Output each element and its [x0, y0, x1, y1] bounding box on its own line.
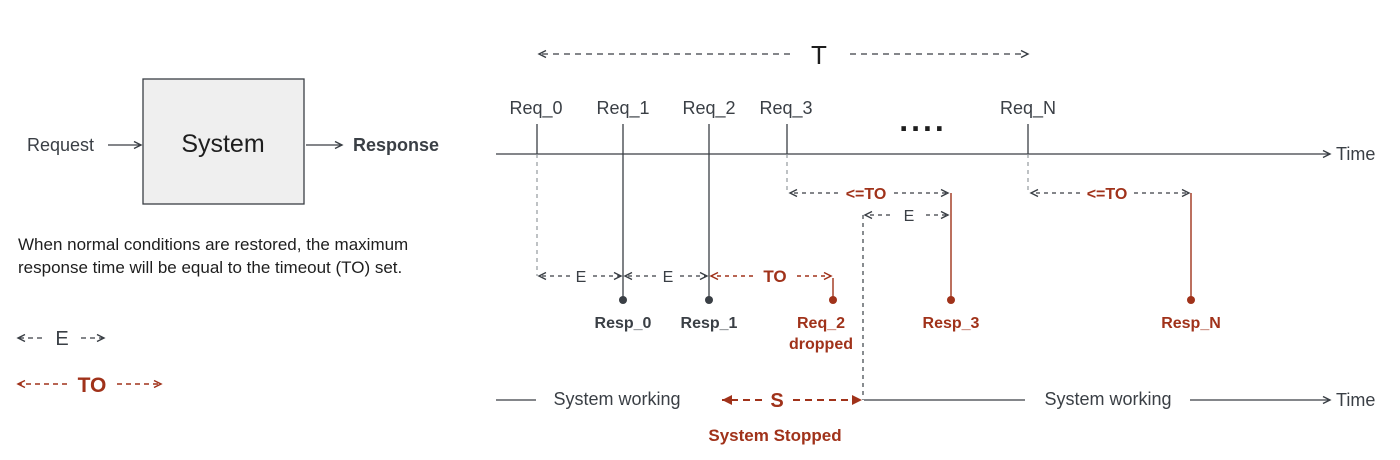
request-connectors [536, 154, 1029, 298]
resp-label-0: Resp_0 [595, 315, 652, 332]
request-label-n: Req_N [1000, 98, 1056, 119]
legend-to-label: TO [78, 374, 107, 397]
period-indicator: T [537, 40, 1030, 70]
stopped-symbol: S [770, 390, 783, 412]
resp-label-n: Resp_N [1161, 315, 1221, 332]
e-label-0: E [576, 269, 587, 286]
resp-label-1: Resp_1 [681, 315, 738, 332]
legend: E TO [16, 328, 163, 397]
restore-note: When normal conditions are restored, the… [18, 235, 409, 277]
resp-dot-1 [705, 296, 713, 304]
request-time-label: Time [1336, 144, 1375, 164]
max-to-label-n: <=TO [1087, 186, 1128, 203]
e-label-1: E [663, 269, 674, 286]
system-box-title: System [181, 130, 264, 158]
period-label: T [811, 40, 827, 70]
resp-dot-3 [947, 296, 955, 304]
interval-arrows-lower: E E TO [537, 267, 833, 286]
dropped-label-line1: Req_2 [797, 315, 845, 332]
to-label: TO [763, 267, 786, 286]
request-timeline: Time Req_0 Req_1 Req_2 Req_3 .... Req_N [496, 98, 1375, 164]
resp-dot-0 [619, 296, 627, 304]
restart-e-label: E [904, 208, 915, 225]
request-label-3: Req_3 [759, 98, 812, 119]
working-label-left: System working [553, 389, 680, 409]
state-time-label: Time [1336, 390, 1375, 410]
ellipsis: .... [899, 102, 947, 138]
dropped-label-line2: dropped [789, 336, 853, 353]
working-label-right: System working [1044, 389, 1171, 409]
responses: Resp_0 Resp_1 Req_2 dropped Resp_3 Resp_… [595, 193, 1221, 353]
request-label: Request [27, 135, 94, 155]
request-label-2: Req_2 [682, 98, 735, 119]
stopped-caption: System Stopped [708, 426, 841, 445]
max-to-label-3: <=TO [846, 186, 887, 203]
response-label: Response [353, 135, 439, 155]
request-label-1: Req_1 [596, 98, 649, 119]
system-state-timeline: System working S System working Time Sys… [496, 389, 1375, 445]
request-label-0: Req_0 [509, 98, 562, 119]
system-block: Request System Response [27, 78, 439, 205]
resp-label-3: Resp_3 [923, 315, 980, 332]
dropped-dot [829, 296, 837, 304]
legend-e-label: E [55, 328, 68, 350]
interval-arrows-upper: <=TO <=TO E [788, 186, 1191, 225]
resp-dot-n [1187, 296, 1195, 304]
system-box [142, 78, 305, 205]
